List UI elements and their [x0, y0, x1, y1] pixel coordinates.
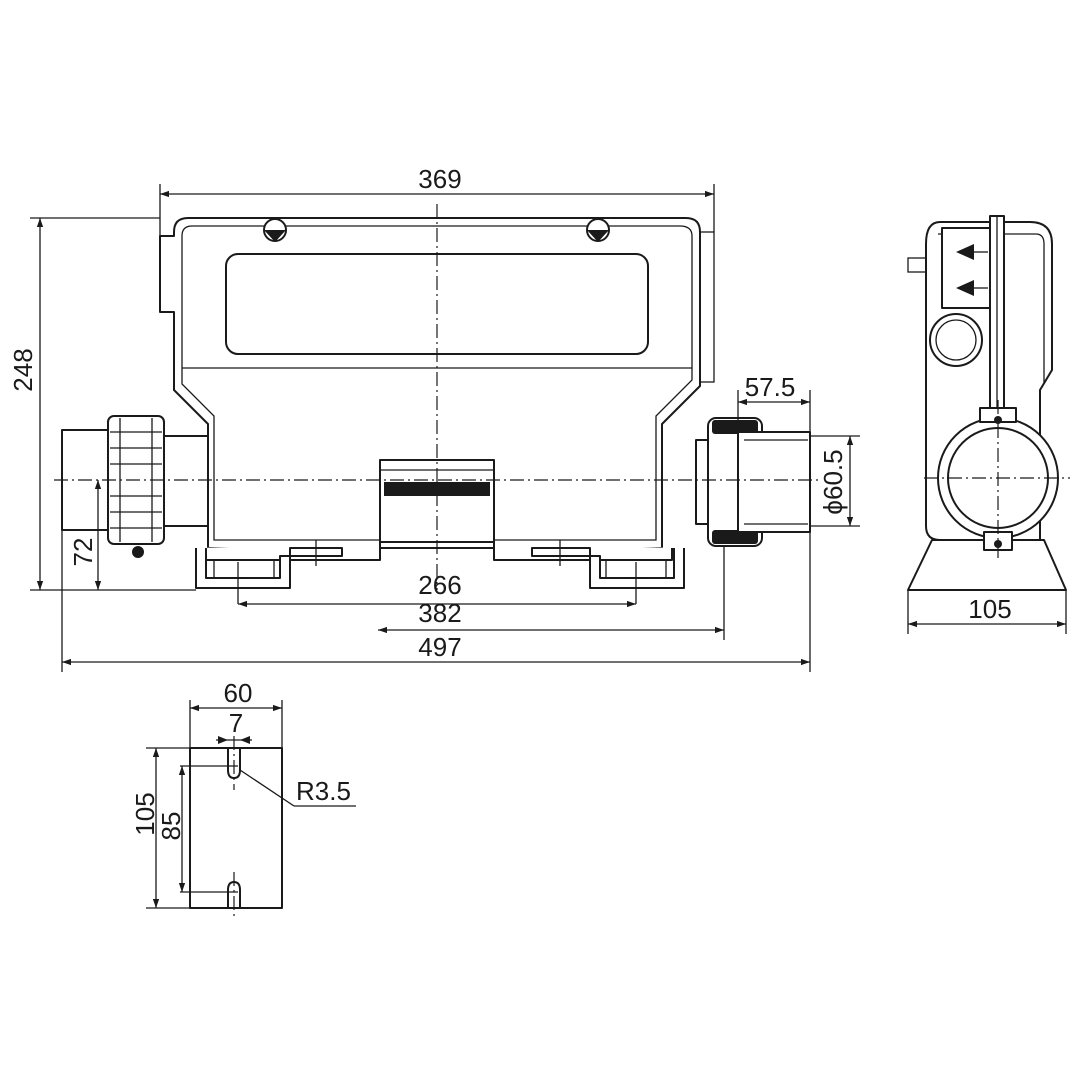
dim-pipe-center-height: 72 [68, 538, 98, 567]
bracket-detail [180, 736, 356, 916]
side-view-dimensions: 105 [907, 590, 1067, 634]
bracket-outline [189, 747, 283, 909]
dim-side-depth: 105 [968, 594, 1011, 624]
front-view-dimensions: 369 248 72 57.5 ϕ60.5 266 382 497 [8, 164, 860, 672]
right-pipe-fitting [695, 417, 811, 547]
dim-bracket-hole-spacing: 85 [156, 812, 186, 841]
side-view [907, 215, 1070, 591]
dim-bracket-width: 60 [224, 678, 253, 708]
dim-overall-length: 497 [418, 632, 461, 662]
left-mounting-foot [195, 540, 343, 604]
dim-fitting-length: 57.5 [745, 372, 796, 402]
dim-overall-height: 248 [8, 348, 38, 391]
right-mounting-foot [531, 540, 685, 604]
dim-bracket-radius: R3.5 [296, 776, 351, 806]
front-view [54, 204, 820, 604]
dim-top-width: 369 [418, 164, 461, 194]
bracket-dimensions: 60 7 R3.5 105 85 [130, 678, 351, 909]
left-union-nut [107, 415, 165, 558]
screw-right-icon [586, 218, 610, 242]
side-round-port [929, 313, 983, 367]
dim-pipe-diameter: ϕ60.5 [818, 449, 848, 514]
screw-left-icon [263, 218, 287, 242]
dim-bracket-slot-width: 7 [229, 708, 243, 738]
dim-bracket-spacing-outer: 382 [418, 598, 461, 628]
dim-bracket-height: 105 [130, 792, 160, 835]
dim-bracket-spacing-inner: 266 [418, 570, 461, 600]
